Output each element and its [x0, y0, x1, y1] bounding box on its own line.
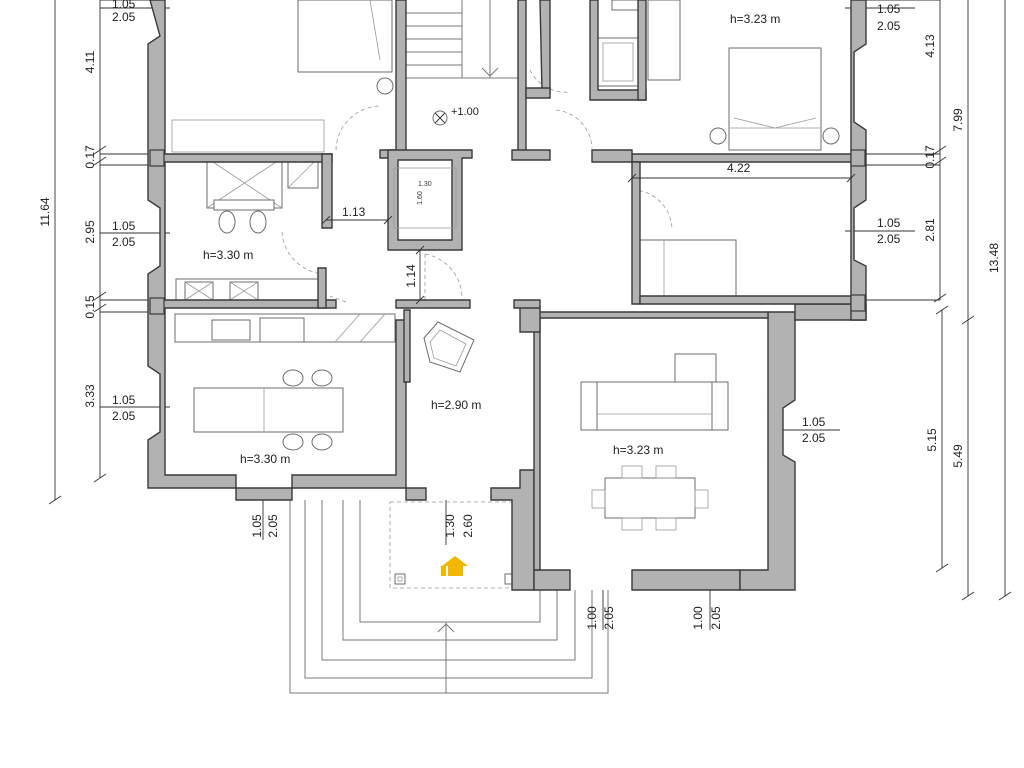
window-room-right-height: 2.05 — [877, 232, 901, 246]
sofa — [580, 353, 729, 431]
window-living-bottom-b-width: 1.00 — [691, 606, 705, 630]
dimension-lines-left — [48, 0, 163, 505]
dim-right-2: 0.17 — [923, 145, 937, 169]
dim-left-5: 3.33 — [83, 384, 97, 408]
window-bath-left-height: 2.05 — [112, 235, 136, 249]
window-bath-left-width: 1.05 — [112, 219, 136, 233]
entrance-pillar-left — [394, 573, 406, 585]
window-living-bottom-b-height: 2.05 — [709, 606, 723, 630]
window-top-right-height: 2.05 — [877, 19, 901, 33]
dim-corridor-depth: 1.14 — [404, 264, 418, 288]
stair-level-label: +1.00 — [451, 106, 479, 118]
dim-left-4: 0.15 — [83, 295, 97, 319]
window-entry-height: 2.60 — [461, 514, 475, 538]
dim-right-lower-1: 5.15 — [925, 428, 939, 452]
bed-top-left — [297, 0, 394, 95]
window-kitchen-left-width: 1.05 — [112, 393, 136, 407]
bathroom-left-fixtures — [206, 157, 319, 234]
structural-pillars — [149, 149, 866, 315]
dim-right-lower-2: 5.49 — [951, 444, 965, 468]
entrance-pillar-left-core — [397, 576, 403, 582]
bathroom-height: h=3.30 m — [203, 248, 253, 262]
window-living-bottom-a-height: 2.05 — [602, 606, 616, 630]
window-living-right-width: 1.05 — [802, 415, 826, 429]
window-kitchen-bottom-height: 2.05 — [266, 514, 280, 538]
dim-right-mid: 7.99 — [951, 108, 965, 132]
laundry-counter — [175, 278, 319, 303]
hall-height: h=2.90 m — [431, 398, 481, 412]
dim-right-total: 13.48 — [987, 243, 1001, 273]
dining-table — [591, 465, 709, 531]
living-height: h=3.23 m — [613, 443, 663, 457]
dim-left-total: 11.64 — [38, 197, 52, 226]
bed-middle-right — [637, 239, 737, 303]
window-top-left-height: 2.05 — [112, 10, 136, 24]
window-kitchen-left-height: 2.05 — [112, 409, 136, 423]
dim-bedroom-width: 4.22 — [727, 161, 751, 175]
dim-left-3: 2.95 — [83, 220, 97, 244]
bathroom-top-right-fixtures — [597, 0, 681, 87]
dim-elevator-d: 1.60 — [417, 191, 424, 205]
dim-right-1: 4.13 — [923, 34, 937, 58]
window-entry-width: 1.30 — [443, 514, 457, 538]
staircase — [406, 0, 518, 79]
dim-elevator-w: 1.30 — [418, 181, 432, 188]
dim-corridor-width: 1.13 — [342, 205, 366, 219]
wardrobe-left — [171, 119, 325, 153]
entrance-steps — [289, 500, 609, 694]
dimension-lines-right — [866, 0, 1012, 601]
window-top-left-width: 1.05 — [112, 0, 136, 11]
window-living-bottom-a-width: 1.00 — [585, 606, 599, 630]
door-swings — [281, 69, 673, 303]
dim-right-3: 2.81 — [923, 218, 937, 242]
window-kitchen-bottom-width: 1.05 — [250, 514, 264, 538]
window-room-right-width: 1.05 — [877, 216, 901, 230]
up-arrow-icon — [441, 556, 468, 576]
kitchen-table — [193, 369, 344, 451]
kitchen-height: h=3.30 m — [240, 452, 290, 466]
armchair — [423, 321, 475, 373]
dim-left-2: 0.17 — [83, 145, 97, 169]
kitchen-counter — [174, 313, 396, 343]
dim-left-1: 4.11 — [83, 50, 97, 73]
bed-top-right — [709, 47, 840, 151]
light-fixture-icon — [432, 110, 448, 126]
bedroom-top-right-height: h=3.23 m — [730, 12, 780, 26]
window-living-right-height: 2.05 — [802, 431, 826, 445]
window-top-right-width: 1.05 — [877, 2, 901, 16]
